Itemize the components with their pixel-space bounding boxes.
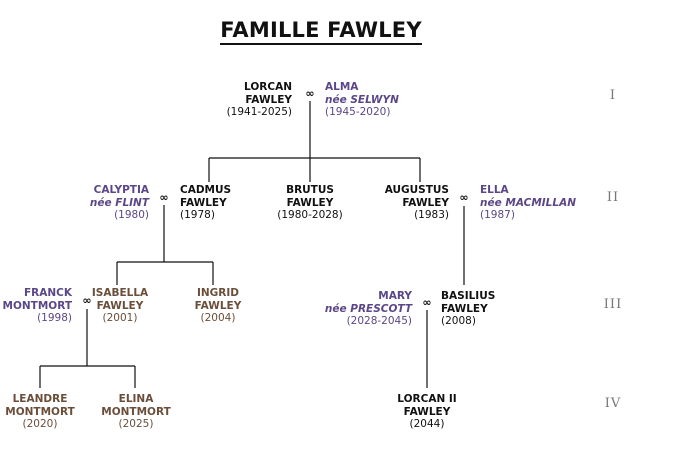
page-title: FAMILLE FAWLEY [0,18,642,45]
person-maiden-name: née PRESCOTT [324,302,412,315]
person-years: (1983) [414,209,449,222]
marriage-symbol: ∞ [82,294,92,307]
person-maiden-name: née FLINT [89,196,149,209]
person-name: MARY [378,290,412,302]
marriage-symbol: ∞ [422,296,432,309]
person-years: (1941-2025) [226,106,292,119]
generation-label-2: II [606,190,620,205]
person-years: (2044) [409,418,445,431]
person-name: ELLA [480,184,509,196]
generation-label-4: IV [604,396,622,411]
person-years: (2020) [22,418,58,431]
person-ella: ELLA née MACMILLAN (1987) [480,184,590,222]
person-years: (2008) [441,315,476,328]
person-years: (2025) [118,418,154,431]
person-years: (2001) [102,312,138,325]
person-name: ALMA [325,81,359,93]
person-years: (1980-2028) [277,209,343,222]
person-mary: MARY née PRESCOTT (2028-2045) [300,290,412,328]
generation-label-1: I [609,88,617,103]
person-years: (1978) [180,209,215,222]
person-maiden-name: née MACMILLAN [480,196,576,209]
generation-label-3: III [603,297,623,312]
marriage-symbol: ∞ [305,87,315,100]
person-calyptia: CALYPTIA née FLINT (1980) [60,184,149,222]
person-years: (2028-2045) [346,315,412,328]
person-years: (1987) [480,209,515,222]
marriage-symbol: ∞ [459,191,469,204]
person-years: (1945-2020) [325,106,391,119]
person-name: CALYPTIA [93,184,149,196]
person-alma: ALMA née SELWYN (1945-2020) [325,81,445,119]
marriage-symbol: ∞ [159,191,169,204]
person-years: (2004) [200,312,236,325]
person-years: (1998) [37,312,72,325]
person-maiden-name: née SELWYN [325,93,399,106]
person-years: (1980) [114,209,149,222]
